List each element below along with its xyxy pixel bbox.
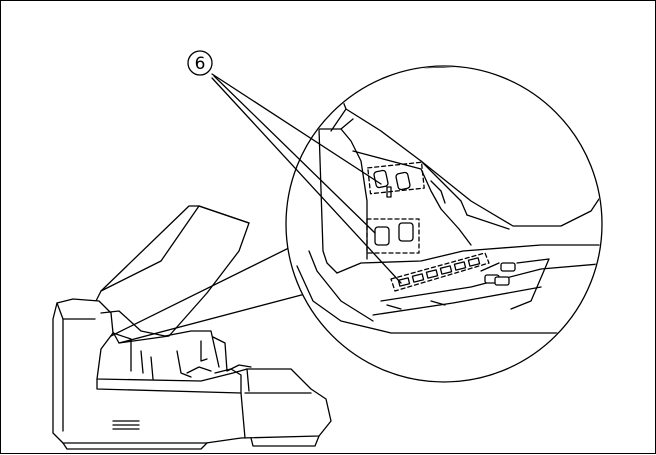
callout-leader-upper	[211, 73, 382, 185]
callout-circle	[187, 50, 213, 76]
callout-leader-lower	[211, 77, 402, 284]
paper-chute	[95, 205, 250, 344]
scanner-body	[52, 205, 332, 450]
magnifier-connector	[110, 237, 310, 344]
scanner-cover	[330, 67, 601, 227]
middle-rollers	[374, 222, 414, 246]
callout-number: 6	[195, 54, 206, 74]
side-rollers	[484, 262, 516, 286]
zoom-detail-circle	[285, 65, 603, 383]
callout-6	[187, 50, 402, 284]
callout-leader-middle	[213, 75, 376, 234]
lower-roller-strip	[397, 257, 481, 287]
